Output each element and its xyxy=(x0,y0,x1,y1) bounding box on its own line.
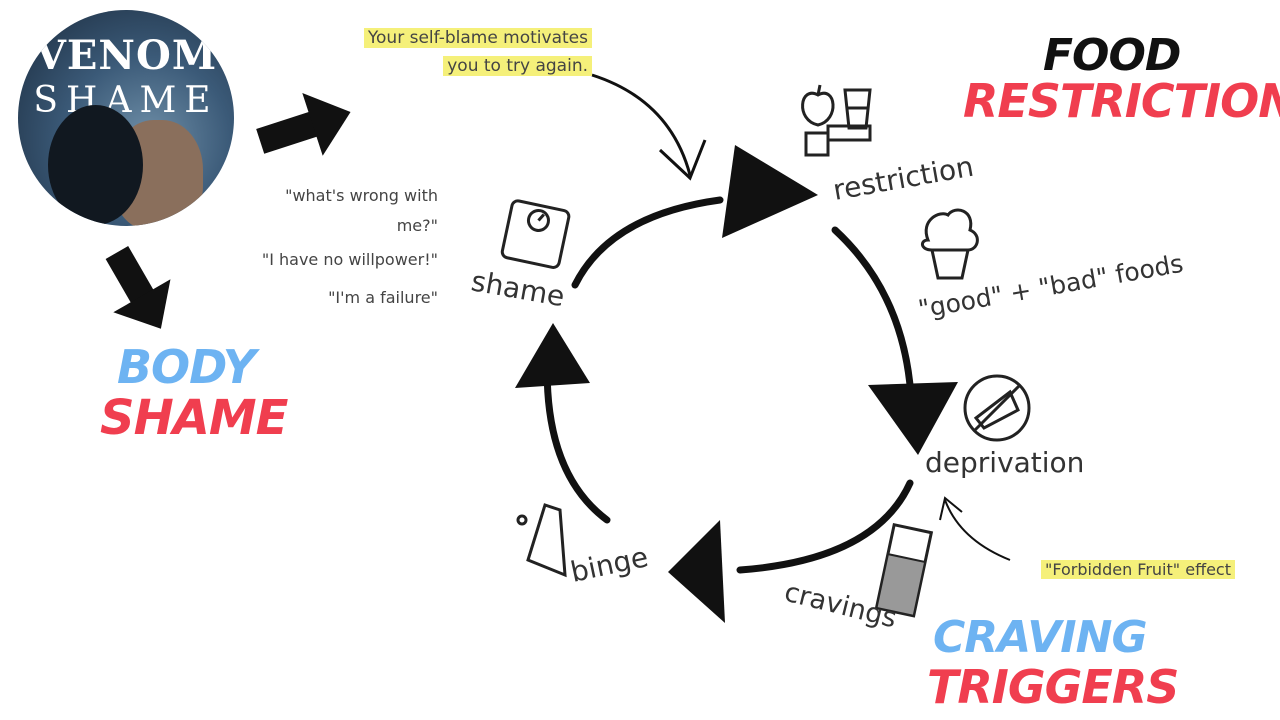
headline-food: FOOD xyxy=(1043,30,1181,81)
pointer-arrow-top-head xyxy=(658,139,707,181)
arc-deprivation-to-cravings xyxy=(736,479,914,574)
avatar-title: VENOM xyxy=(34,32,218,79)
stage-label-good-bad-foods: "good" + "bad" foods xyxy=(916,249,1185,324)
arrowhead-restriction xyxy=(722,145,818,238)
stage-label-shame: shame xyxy=(469,264,567,313)
stage-label-deprivation: deprivation xyxy=(925,446,1084,479)
headline-body: BODY xyxy=(117,340,256,394)
forbidden-fruit-note: "Forbidden Fruit" effect xyxy=(1005,560,1235,579)
headline-triggers: TRIGGERS xyxy=(927,660,1179,714)
venom-shame-avatar: VENOM SHAME xyxy=(18,10,234,226)
glass-icon xyxy=(843,88,872,130)
scribble-arrow-icon xyxy=(105,246,171,329)
headline-restriction: RESTRICTION xyxy=(963,74,1280,128)
shame-quote-2: "I have no willpower!" xyxy=(261,250,438,269)
pizza-slice-icon xyxy=(516,503,567,578)
arrowhead-cravings xyxy=(668,520,725,623)
self-blame-note: Your self-blame motivates you to try aga… xyxy=(330,24,592,80)
headline-shame: SHAME xyxy=(100,390,288,446)
chocolate-bar-icon xyxy=(874,522,934,618)
apple-icon xyxy=(801,84,835,127)
arrowhead-shame xyxy=(515,323,590,388)
tape-measure-icon xyxy=(804,124,872,157)
avatar-subtitle: SHAME xyxy=(33,80,219,121)
cupcake-icon xyxy=(921,208,979,280)
arc-shame-to-restriction xyxy=(571,196,724,289)
pointer-arrow-forbidden-head xyxy=(939,496,963,521)
stage-label-binge: binge xyxy=(568,540,651,589)
no-cheese-icon xyxy=(963,374,1031,442)
stage-label-restriction: restriction xyxy=(830,150,976,207)
shame-quote-1b: me?" xyxy=(396,216,438,235)
pointer-arrow-forbidden xyxy=(944,499,1011,561)
self-blame-line1: Your self-blame motivates xyxy=(363,28,592,48)
scale-icon xyxy=(500,199,571,269)
self-blame-line2: you to try again. xyxy=(443,56,592,76)
arc-restriction-to-deprivation xyxy=(831,226,914,389)
headline-craving: CRAVING xyxy=(933,612,1148,663)
arrowhead-deprivation xyxy=(868,382,958,455)
avatar-venom-half xyxy=(48,105,143,225)
shame-quote-1: "what's wrong with xyxy=(285,186,438,205)
scribble-arrow-icon xyxy=(256,93,351,156)
shame-quote-3: "I'm a failure" xyxy=(328,288,438,307)
forbidden-fruit-text: "Forbidden Fruit" effect xyxy=(1040,560,1235,579)
pointer-arrow-top xyxy=(591,73,692,176)
